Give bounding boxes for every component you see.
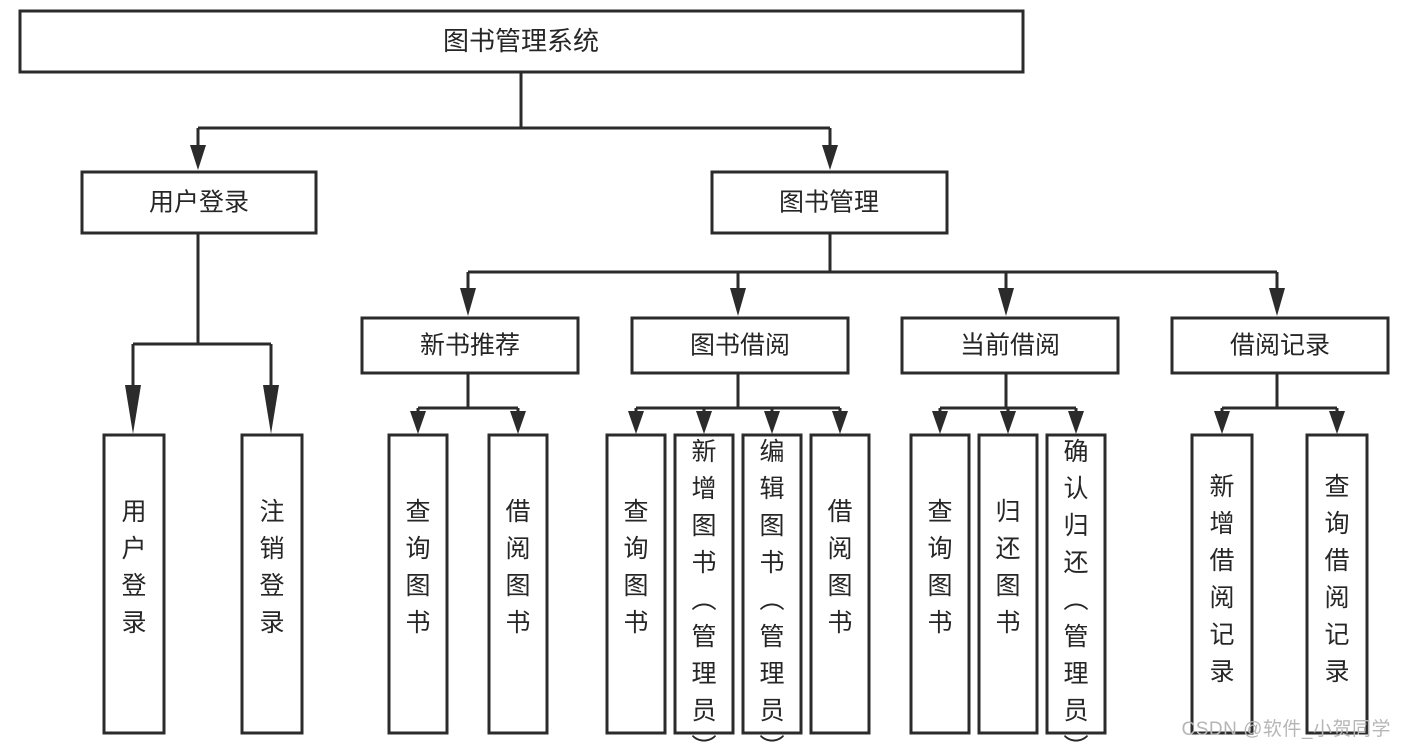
leaf-record-add-record-box[interactable]	[1190, 433, 1254, 735]
leaf-current-query-book-box[interactable]	[909, 433, 971, 735]
arrow-head-icon	[696, 411, 712, 434]
leaf-current-return-book-box[interactable]	[977, 433, 1039, 735]
node-user-login-label: 用户登录	[149, 189, 249, 217]
arrow-head-icon	[1214, 411, 1230, 434]
leaf-recommend-query-book-label: 查询图书	[405, 498, 430, 637]
arrow-head-icon	[832, 411, 848, 434]
leaf-user-login[interactable]: 用户登录	[102, 433, 166, 735]
node-book-management-box[interactable]	[710, 170, 949, 235]
leaf-borrow-add-book-label: 新增图书︵管理员︶	[691, 438, 716, 747]
node-root-box[interactable]	[18, 9, 1025, 74]
arrow-head-icon	[1000, 411, 1016, 434]
connector-group-root	[190, 72, 838, 170]
node-book-borrow-label: 图书借阅	[690, 332, 790, 360]
node-borrow-record[interactable]: 借阅记录	[1170, 316, 1390, 375]
arrow-head-icon	[998, 288, 1014, 316]
leaf-record-query-record-box[interactable]	[1305, 433, 1369, 735]
connector-group-borrow-record	[1214, 373, 1345, 434]
leaf-recommend-borrow-book-label: 借阅图书	[505, 498, 530, 637]
connector-group-user-login	[125, 233, 279, 434]
leaf-borrow-edit-book[interactable]: 编辑图书︵管理员︶	[741, 433, 803, 747]
leaf-borrow-edit-book-label: 编辑图书︵管理员︶	[759, 438, 784, 747]
arrow-head-icon	[190, 145, 206, 170]
leaf-record-add-record-label: 新增借阅记录	[1209, 473, 1234, 686]
leaf-recommend-borrow-book-box[interactable]	[487, 433, 549, 735]
arrow-head-icon	[125, 385, 141, 434]
leaf-current-confirm-return-box[interactable]	[1045, 433, 1107, 735]
arrow-head-icon	[1329, 411, 1345, 434]
connector-group-current-borrow	[932, 373, 1084, 434]
leaf-borrow-add-book[interactable]: 新增图书︵管理员︶	[673, 433, 735, 747]
arrow-head-icon	[1068, 411, 1084, 434]
arrow-head-icon	[764, 411, 780, 434]
node-book-management[interactable]: 图书管理	[710, 170, 949, 235]
leaf-recommend-borrow-book[interactable]: 借阅图书	[487, 433, 549, 735]
arrow-head-icon	[410, 411, 426, 434]
node-user-login-box[interactable]	[80, 170, 318, 235]
arrow-head-icon	[932, 411, 948, 434]
node-current-borrow-box[interactable]	[900, 316, 1120, 375]
connector-group-new-book	[410, 373, 526, 434]
node-current-borrow-label: 当前借阅	[960, 332, 1060, 360]
connector-group-book-management	[460, 233, 1285, 316]
node-book-borrow-box[interactable]	[630, 316, 850, 375]
node-new-book-recommend-box[interactable]	[360, 316, 580, 375]
leaf-recommend-query-book[interactable]: 查询图书	[387, 433, 449, 735]
leaf-current-query-book-label: 查询图书	[927, 498, 952, 637]
node-current-borrow[interactable]: 当前借阅	[900, 316, 1120, 375]
arrow-head-icon	[730, 288, 746, 316]
leaf-current-confirm-return[interactable]: 确认归还︵管理员︶	[1045, 433, 1107, 747]
leaf-user-login-label: 用户登录	[121, 498, 146, 637]
leaf-borrow-borrow-book-label: 借阅图书	[827, 498, 852, 637]
node-book-management-label: 图书管理	[779, 189, 879, 217]
leaf-current-return-book[interactable]: 归还图书	[977, 433, 1039, 735]
arrow-head-icon	[1269, 288, 1285, 316]
leaf-borrow-borrow-book[interactable]: 借阅图书	[809, 433, 871, 735]
arrow-head-icon	[263, 385, 279, 434]
leaf-user-logout-box[interactable]	[240, 433, 304, 735]
leaf-borrow-borrow-book-box[interactable]	[809, 433, 871, 735]
node-root[interactable]: 图书管理系统	[18, 9, 1025, 74]
leaf-borrow-query-book-label: 查询图书	[623, 498, 648, 637]
leaf-user-logout-label: 注销登录	[259, 498, 284, 637]
leaf-borrow-query-book[interactable]: 查询图书	[605, 433, 667, 735]
arrow-head-icon	[628, 411, 644, 434]
connector-group-book-borrow	[628, 373, 848, 434]
node-borrow-record-label: 借阅记录	[1230, 332, 1330, 360]
leaf-current-confirm-return-label: 确认归还︵管理员︶	[1063, 438, 1088, 747]
node-root-label: 图书管理系统	[443, 26, 599, 56]
leaf-borrow-edit-book-box[interactable]	[741, 433, 803, 735]
leaf-current-return-book-label: 归还图书	[995, 498, 1020, 637]
node-user-login[interactable]: 用户登录	[80, 170, 318, 235]
leaf-record-query-record[interactable]: 查询借阅记录	[1305, 433, 1369, 735]
arrow-head-icon	[822, 145, 838, 170]
leaf-user-logout[interactable]: 注销登录	[240, 433, 304, 735]
node-book-borrow[interactable]: 图书借阅	[630, 316, 850, 375]
arrow-head-icon	[460, 288, 476, 316]
leaf-current-query-book[interactable]: 查询图书	[909, 433, 971, 735]
node-new-book-recommend[interactable]: 新书推荐	[360, 316, 580, 375]
leaf-recommend-query-book-box[interactable]	[387, 433, 449, 735]
leaf-record-query-record-label: 查询借阅记录	[1324, 473, 1349, 686]
node-borrow-record-box[interactable]	[1170, 316, 1390, 375]
leaf-borrow-add-book-box[interactable]	[673, 433, 735, 735]
leaf-user-login-box[interactable]	[102, 433, 166, 735]
leaf-record-add-record[interactable]: 新增借阅记录	[1190, 433, 1254, 735]
arrow-head-icon	[510, 411, 526, 434]
node-new-book-recommend-label: 新书推荐	[420, 332, 520, 360]
leaf-borrow-query-book-box[interactable]	[605, 433, 667, 735]
